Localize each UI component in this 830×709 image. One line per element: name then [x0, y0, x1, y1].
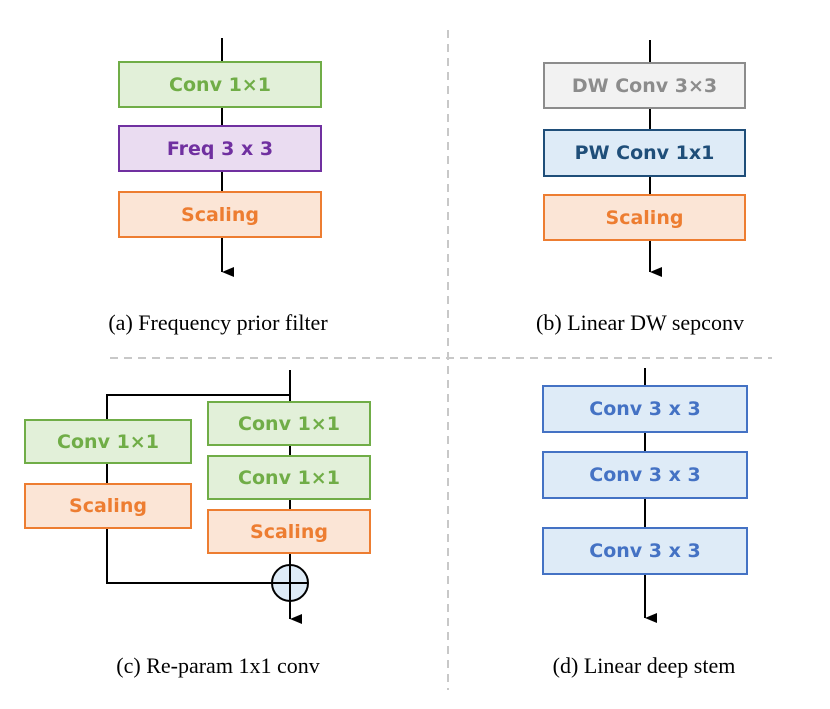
panel-c-left-conv1x1-box: Conv 1×1: [24, 419, 192, 464]
panel-c-right-conv1x1-box-1: Conv 1×1: [207, 401, 371, 446]
panel-a-scaling-box: Scaling: [118, 191, 322, 238]
panel-c-right-scaling-box: Scaling: [207, 509, 371, 554]
panel-a-conv1x1-box: Conv 1×1: [118, 61, 322, 108]
panel-d-conv3x3-box-1: Conv 3 x 3: [542, 385, 748, 433]
panel-b-pwconv-box: PW Conv 1x1: [543, 129, 746, 177]
panel-a-caption: (a) Frequency prior filter: [108, 310, 328, 335]
panel-d-conv3x3-box-2: Conv 3 x 3: [542, 451, 748, 499]
panel-b-dwconv-box: DW Conv 3×3: [543, 62, 746, 109]
panel-b-scaling-box: Scaling: [543, 194, 746, 241]
panel-d-caption: (d) Linear deep stem: [552, 653, 736, 678]
panel-a-freq3x3-box: Freq 3 x 3: [118, 125, 322, 172]
panel-c-caption: (c) Re-param 1x1 conv: [116, 653, 320, 678]
add-icon: [271, 564, 309, 602]
panel-b-caption: (b) Linear DW sepconv: [536, 310, 744, 335]
panel-c-left-scaling-box: Scaling: [24, 483, 192, 529]
panel-c-right-conv1x1-box-2: Conv 1×1: [207, 455, 371, 500]
panel-d-conv3x3-box-3: Conv 3 x 3: [542, 527, 748, 575]
